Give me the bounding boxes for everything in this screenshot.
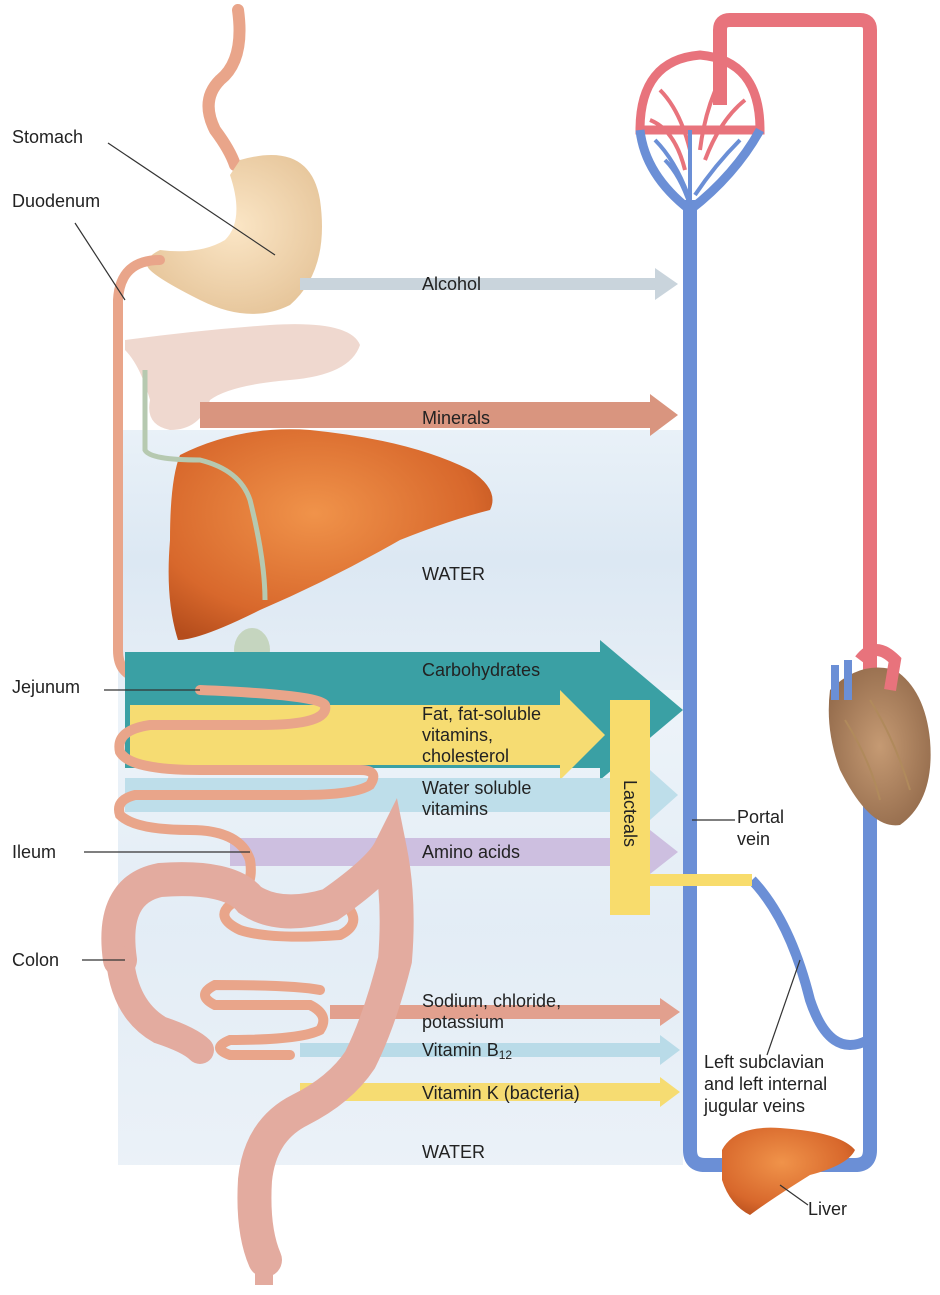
label-duodenum: Duodenum bbox=[12, 191, 100, 211]
rectum bbox=[255, 1240, 273, 1285]
esophagus bbox=[209, 10, 240, 165]
label-liver: Liver bbox=[808, 1199, 847, 1219]
label-jejunum: Jejunum bbox=[12, 677, 80, 697]
label-amino-acids: Amino acids bbox=[422, 842, 520, 862]
label-alcohol: Alcohol bbox=[422, 274, 481, 294]
label-minerals: Minerals bbox=[422, 408, 490, 428]
subclavian-vein bbox=[752, 880, 868, 1045]
label-colon: Colon bbox=[12, 950, 59, 970]
label-carbohydrates: Carbohydrates bbox=[422, 660, 540, 680]
label-ileum: Ileum bbox=[12, 842, 56, 862]
capillary-bed bbox=[640, 55, 760, 210]
label-lacteals: Lacteals bbox=[620, 780, 640, 847]
label-subclavian: Left subclavian and left internal jugula… bbox=[703, 1052, 832, 1116]
label-water-top: WATER bbox=[422, 564, 485, 584]
stomach-illustration bbox=[147, 155, 322, 314]
alcohol-arrow bbox=[300, 268, 678, 300]
label-vitamin-k: Vitamin K (bacteria) bbox=[422, 1083, 580, 1103]
label-stomach: Stomach bbox=[12, 127, 83, 147]
heart-illustration bbox=[829, 650, 931, 825]
label-water-bottom: WATER bbox=[422, 1142, 485, 1162]
label-portal-vein: Portal vein bbox=[737, 807, 789, 849]
